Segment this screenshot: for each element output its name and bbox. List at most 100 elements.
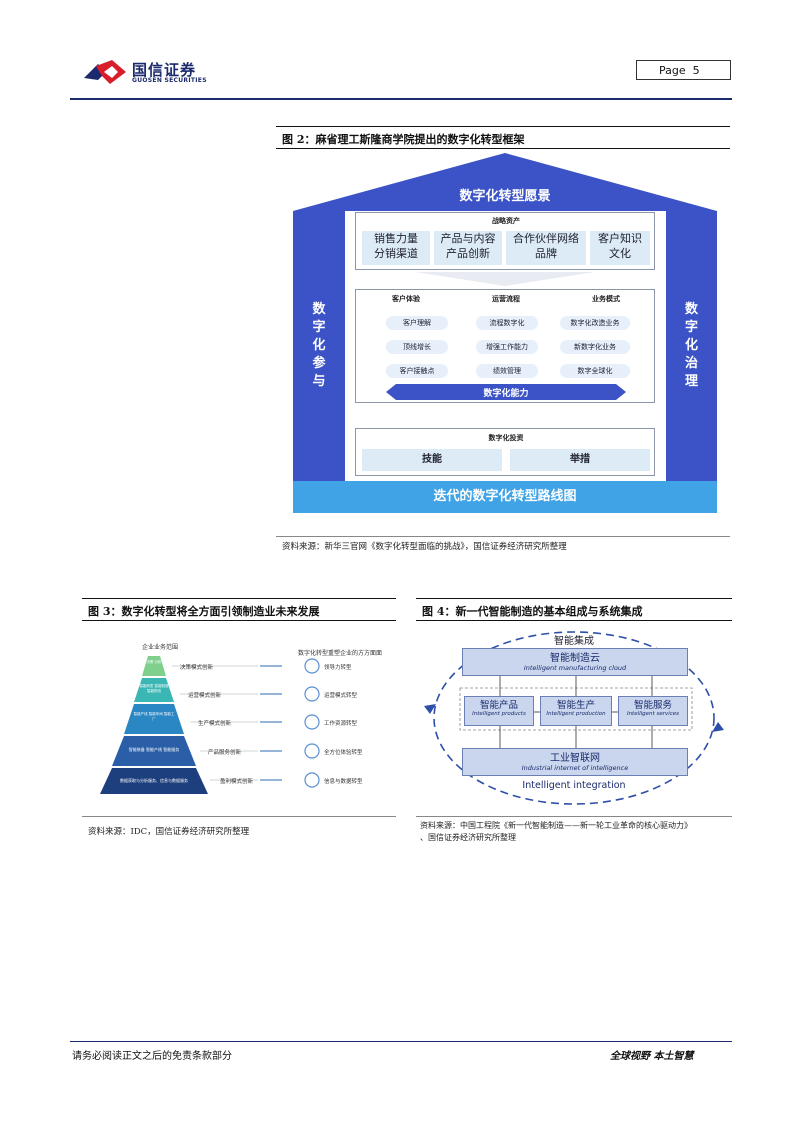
- transform-icon-text: 运营模式转型: [324, 693, 358, 699]
- capability-pill: 增强工作能力: [476, 340, 538, 354]
- page-number: 5: [692, 64, 700, 77]
- pyramid-level-label: 产品服务创新: [208, 750, 242, 756]
- page-number-box: Page 5: [636, 60, 731, 80]
- right-pillar-char: 字: [684, 320, 698, 335]
- investment-cell: 技能: [362, 449, 502, 471]
- fig3-right-title: 数字化转型重塑企业的方方面面: [298, 650, 383, 657]
- guosen-logo-icon: [84, 60, 126, 84]
- integration-ellipse-graphic: [424, 631, 724, 805]
- right-pillar-char: 理: [684, 374, 698, 389]
- intelligent-services-box: 智能服务 Intelligent services: [618, 696, 688, 726]
- asset-top: 销售力量: [374, 232, 418, 245]
- right-pillar-char: 化: [684, 338, 698, 353]
- asset-cell: 销售力量 分销渠道: [362, 231, 430, 265]
- fig4-source-rule: [416, 816, 732, 817]
- footer-disclaimer: 请务必阅读正文之后的免责条款部分: [72, 1051, 232, 1062]
- fig3-source: 资料来源：IDC，国信证券经济研究所整理: [88, 827, 250, 837]
- asset-bottom: 品牌: [535, 247, 557, 260]
- iiot-box: 工业智联网 Industrial internet of intelligenc…: [462, 748, 688, 776]
- asset-cell: 客户知识 文化: [590, 231, 650, 265]
- footer-rule: [70, 1041, 732, 1042]
- column-title: 业务模式: [592, 295, 620, 303]
- page-label: Page: [659, 64, 686, 77]
- cloud-en: Intelligent manufacturing cloud: [523, 664, 627, 672]
- intelligent-products-box: 智能产品 Intelligent products: [464, 696, 534, 726]
- left-pillar-char: 数: [312, 302, 326, 317]
- transform-icon-text: 全方位体验转型: [324, 750, 363, 756]
- middle-en: Intelligent services: [626, 711, 680, 717]
- middle-cn: 智能产品: [479, 700, 518, 711]
- fig2-source-rule: [276, 536, 730, 537]
- left-pillar-char: 化: [312, 338, 326, 353]
- column-title: 客户体验: [392, 295, 420, 303]
- capability-pill: 客户接触点: [386, 364, 448, 378]
- vision-roof-shape: [293, 153, 717, 211]
- integration-label: Intelligent integration: [522, 780, 626, 791]
- capability-arrow-shape: [386, 384, 626, 400]
- capability-pill: 流程数字化: [476, 316, 538, 330]
- left-pillar-participation: 数 字 化 参 与: [293, 211, 345, 481]
- investment-title: 数字化投资: [488, 434, 524, 442]
- strategic-assets-box: 战略资产 销售力量 分销渠道 产品与内容 产品创新 合作伙伴网络 品牌 客户知识…: [355, 212, 655, 270]
- iiot-cn: 工业智联网: [550, 753, 600, 764]
- cloud-box: 智能制造云 Intelligent manufacturing cloud: [462, 648, 688, 676]
- asset-top: 合作伙伴网络: [513, 232, 579, 245]
- capability-label: 数字化能力: [483, 389, 529, 399]
- pyramid-layer-text: 智能产线 智能车间 智能工厂: [133, 712, 175, 721]
- fig3-pyramid-figure: 企业业务范围 数字化转型重塑企业的方方面面 决策模式创新: [82, 626, 396, 816]
- left-pillar-char: 参: [312, 356, 326, 371]
- asset-top: 产品与内容: [440, 232, 496, 245]
- right-pillar-governance: 数 字 化 治 理: [666, 211, 717, 481]
- capability-pill: 顶线增长: [386, 340, 448, 354]
- asset-top: 客户知识: [598, 232, 642, 245]
- vision-title: 数字化转型愿景: [459, 189, 551, 204]
- asset-bottom: 分销渠道: [374, 247, 418, 260]
- pyramid-level-label: 决策模式创新: [180, 665, 214, 671]
- right-pillar-char: 数: [684, 302, 698, 317]
- investment-box: 数字化投资 技能 举措: [355, 428, 655, 476]
- intelligent-production-box: 智能生产 Intelligent production: [540, 696, 612, 726]
- capability-pill: 数字化改造业务: [560, 316, 630, 330]
- left-pillar-char: 与: [312, 374, 326, 389]
- capability-box: 客户体验 运营流程 业务模式 客户理解 顶线增长 客户接触点 流程数字化 增强工…: [355, 289, 655, 403]
- fig2-caption: 图 2：麻省理工斯隆商学院提出的数字化转型框架: [276, 126, 730, 149]
- capability-pill: 新数字化业务: [560, 340, 630, 354]
- pyramid-graphic: [100, 656, 320, 794]
- asset-cell: 产品与内容 产品创新: [434, 231, 502, 265]
- asset-cell: 合作伙伴网络 品牌: [506, 231, 586, 265]
- middle-cn: 智能服务: [633, 700, 672, 711]
- fig4-top-title: 智能集成: [554, 636, 594, 647]
- fig3-source-rule: [82, 816, 396, 817]
- transform-icon-text: 信息与数据转型: [324, 779, 363, 785]
- transform-icon-text: 领导力转型: [324, 665, 352, 671]
- logo-text-cn: 国信证券: [132, 61, 197, 79]
- middle-en: Intelligent production: [546, 711, 606, 717]
- fig3-left-title: 企业业务范围: [142, 644, 179, 651]
- header-rule: [70, 98, 732, 100]
- pyramid-level-label: 生产模式创新: [198, 721, 232, 727]
- fig2-source: 资料来源：新华三官网《数字化转型面临的挑战》，国信证券经济研究所整理: [282, 542, 567, 552]
- fig4-system-figure: 智能集成 智能制造云 Intelligent manufacturing clo…: [416, 626, 732, 816]
- iiot-en: Industrial internet of intelligence: [521, 764, 629, 772]
- cloud-cn: 智能制造云: [550, 653, 600, 664]
- column-title: 运营流程: [492, 295, 520, 303]
- logo-text-en: GUOSEN SECURITIES: [132, 77, 207, 84]
- transform-icon-text: 工作资源转型: [324, 721, 358, 727]
- investment-cell: 举措: [510, 449, 650, 471]
- capability-pill: 绩效管理: [476, 364, 538, 378]
- chevron-down-icon: [415, 272, 595, 286]
- middle-en: Intelligent products: [472, 711, 526, 717]
- middle-cn: 智能生产: [556, 700, 595, 711]
- pyramid-level-label: 运营模式创新: [188, 693, 222, 699]
- fig4-source-line1: 资料来源：中国工程院《新一代智能制造——新一轮工业革命的核心驱动力》: [420, 821, 692, 830]
- left-pillar-char: 字: [312, 320, 326, 335]
- pyramid-layer-text: 智能装备 智能产线 智能服务: [128, 747, 180, 752]
- pyramid-layer-text: 智能研发 智能制造 智能物流: [139, 684, 169, 693]
- pyramid-level-label: 盈利模式创新: [220, 779, 254, 785]
- fig4-source-line2: 、国信证券经济研究所整理: [420, 833, 516, 842]
- capability-pill: 数字全球化: [560, 364, 630, 378]
- pyramid-layer-text: 数据获取与分析服务、信息与数据服务: [120, 778, 188, 783]
- roadmap-band: 迭代的数字化转型路线图: [293, 481, 717, 513]
- footer-slogan: 全球视野 本土智慧: [610, 1051, 694, 1062]
- capability-pill: 客户理解: [386, 316, 448, 330]
